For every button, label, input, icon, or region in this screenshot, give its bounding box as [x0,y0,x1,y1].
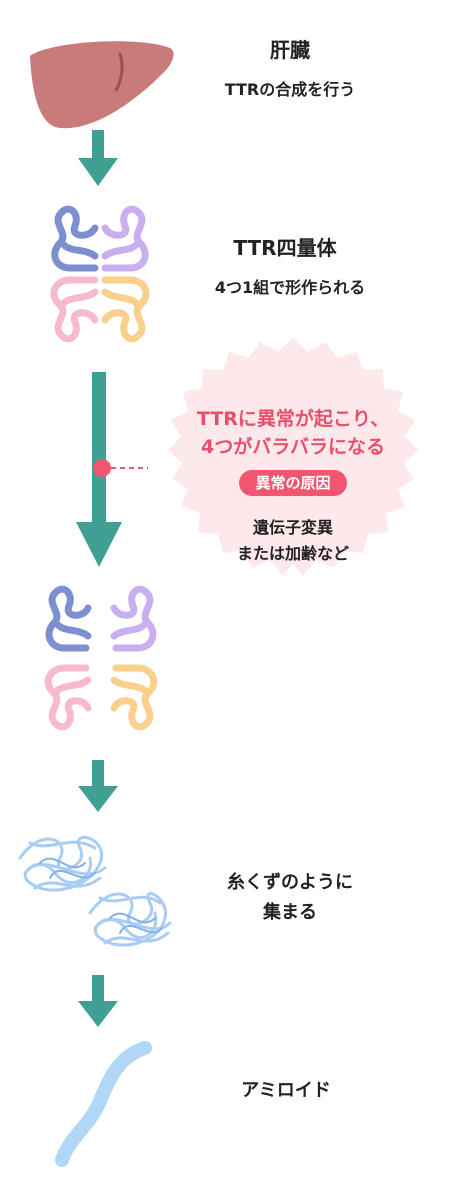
down-arrow-icon [78,130,118,186]
badge-wrap: 異常の原因 [160,470,426,496]
fibril-text-1: 糸くずのように [227,872,353,893]
cause-line-2: または加齢など [236,544,349,563]
ttr-tetramer-illustration [50,205,150,343]
down-arrow-icon-2 [78,760,118,812]
down-arrow-icon-3 [78,975,118,1027]
fibril-clumps-illustration [18,835,172,947]
amyloid-illustration [55,1041,152,1167]
cause-badge: 異常の原因 [239,470,347,496]
cause-line-1: 遺伝子変異 [252,518,333,537]
connector-dot [93,459,148,477]
callout-headline-1: TTRに異常が起こり、 [196,408,390,430]
callout-headline-2: 4つがバラバラになる [200,436,386,458]
liver-subtitle: TTRの合成を行う [224,80,356,99]
callout-burst [168,338,418,576]
tetramer-title: TTR四量体 [233,236,337,260]
fibril-text-2: 集まる [263,902,317,923]
separated-monomers-illustration [44,585,158,731]
tetramer-subtitle: 4つ1組で形作られる [214,278,366,297]
liver-illustration [30,41,174,129]
liver-title: 肝臓 [270,38,310,62]
amyloid-label: アミロイド [241,1080,331,1101]
long-down-arrow-icon [76,372,122,567]
